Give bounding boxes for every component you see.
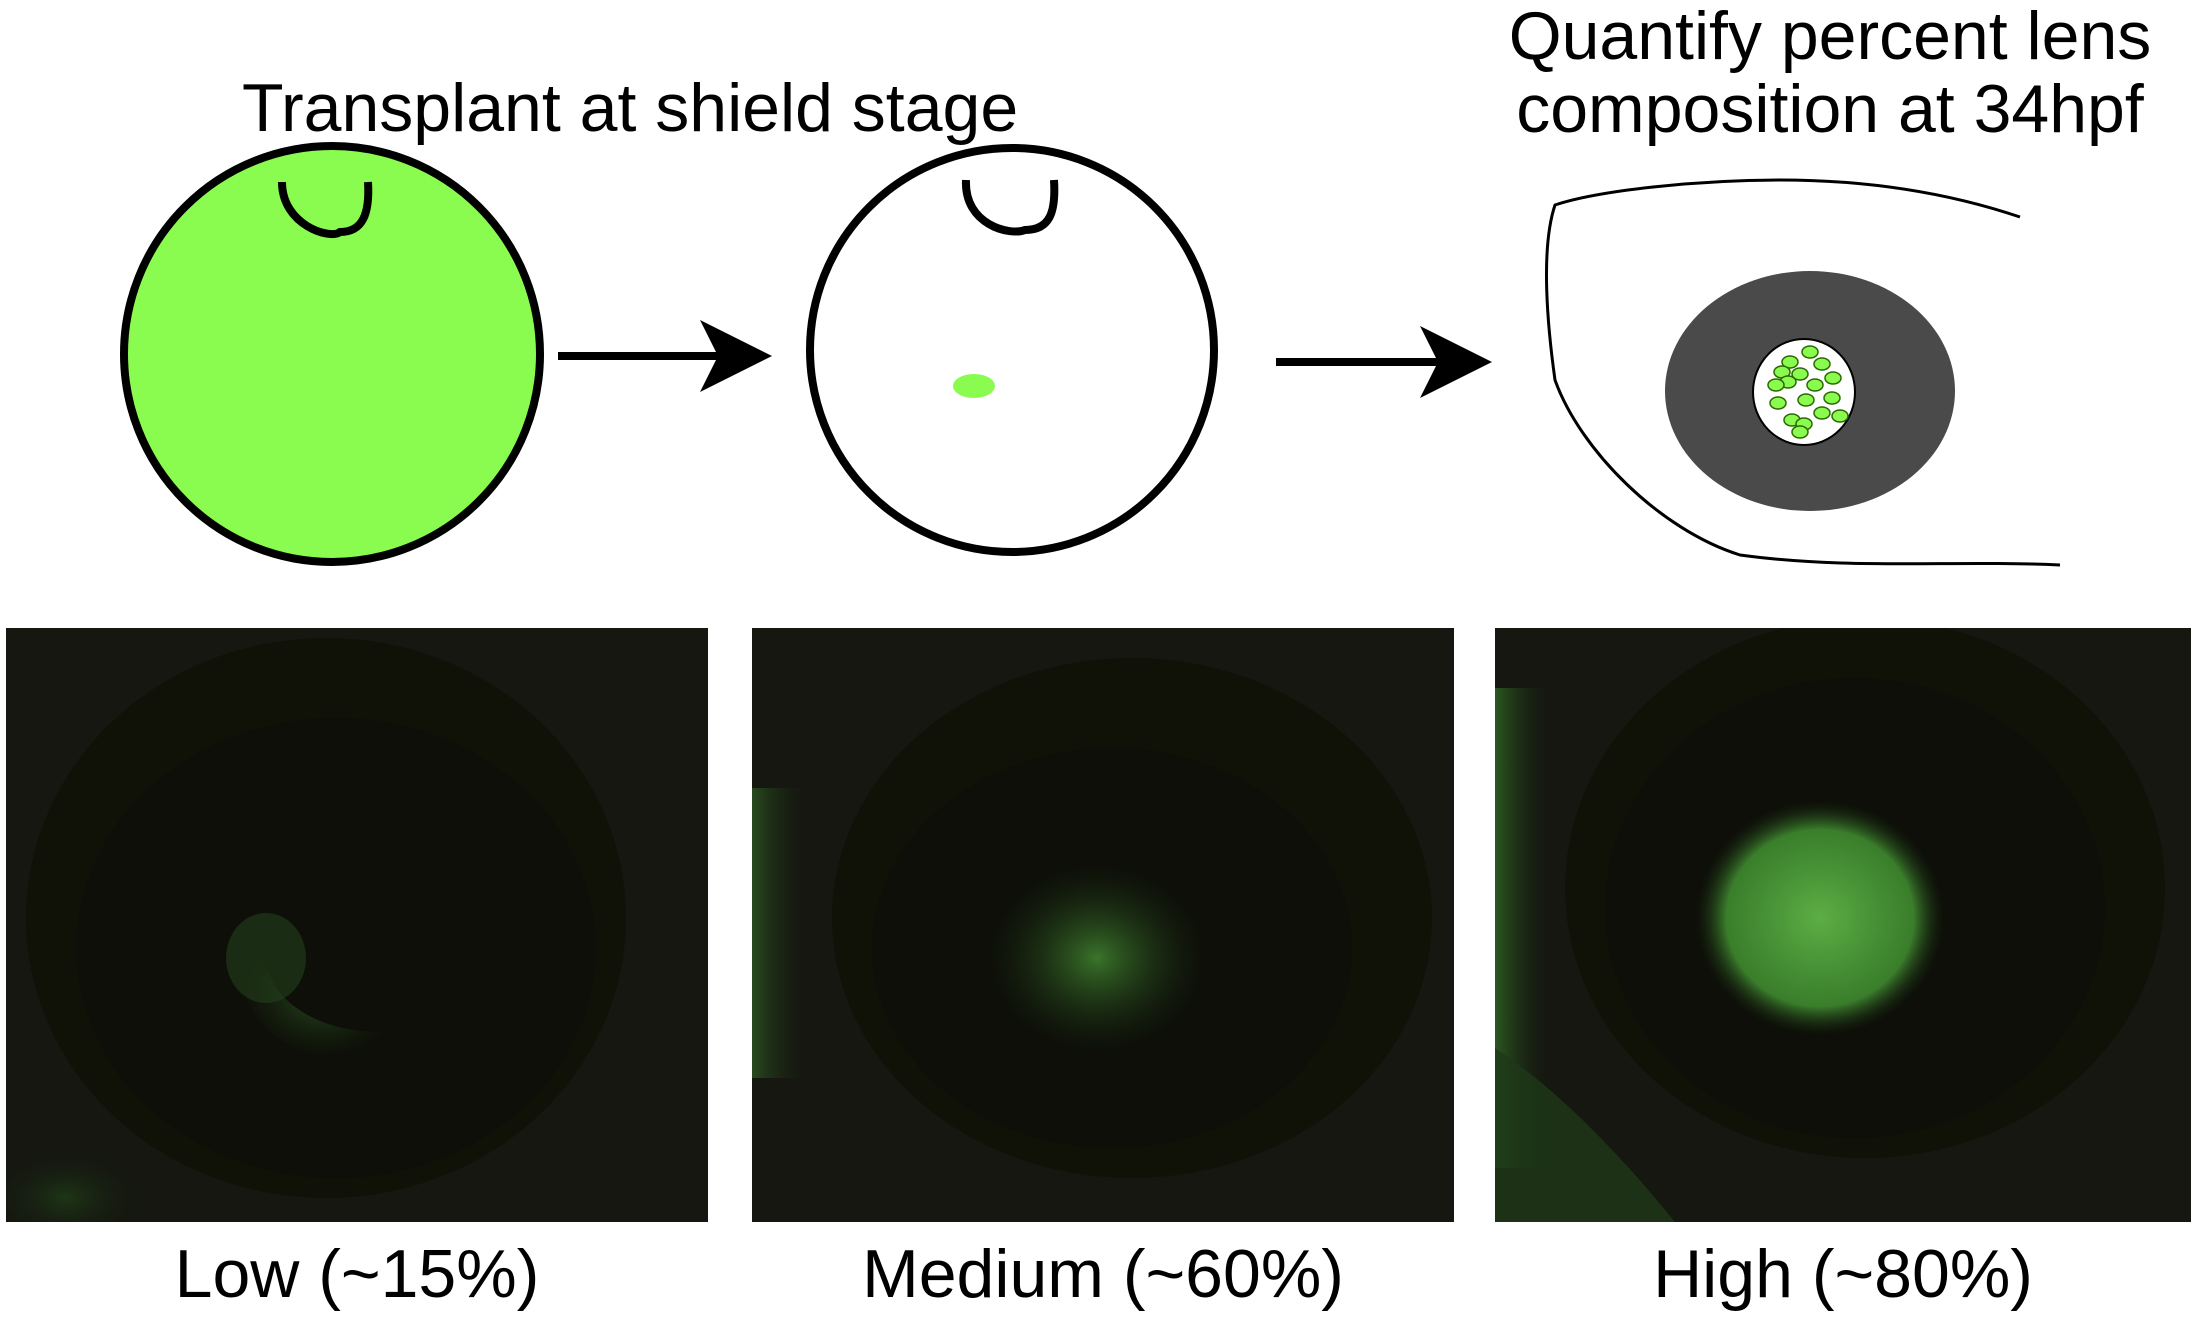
caption-medium: Medium (~60%) <box>862 1236 1344 1312</box>
step1-title: Transplant at shield stage <box>242 70 1019 146</box>
micrograph-medium <box>752 628 1454 1222</box>
host-embryo <box>806 144 1218 556</box>
donor-embryo <box>120 142 544 566</box>
caption-low: Low (~15%) <box>174 1236 540 1312</box>
arrow-right-icon <box>558 320 772 392</box>
lens <box>1752 338 1856 446</box>
donor-lens-cells <box>1767 345 1849 439</box>
step3-title-line1: Quantify percent lens <box>1508 0 2152 74</box>
transplant-schematic <box>120 142 2061 567</box>
arrow-right-icon <box>1276 326 1492 398</box>
step3-title-line2: composition at 34hpf <box>1516 71 2144 148</box>
transplanted-cells <box>953 374 995 398</box>
embryo-head-outline <box>1544 178 2061 567</box>
step3-title: Quantify percent lens composition at 34h… <box>1470 0 2190 147</box>
micrograph-high <box>1495 628 2191 1222</box>
caption-high: High (~80%) <box>1653 1236 2033 1312</box>
micrograph-low <box>6 628 708 1222</box>
